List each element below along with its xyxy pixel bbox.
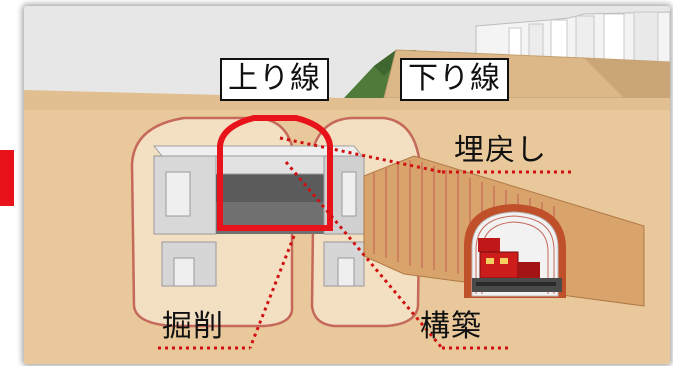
tunnel-construction-illustration: 上り線 下り線 埋戻し 掘削 構築 — [24, 6, 670, 364]
red-arrow-marker — [0, 150, 14, 206]
culvert-structure — [152, 145, 365, 287]
scene-drawing — [24, 6, 670, 364]
backfill-label: 埋戻し — [454, 133, 547, 168]
down-line-label: 下り線 — [400, 58, 509, 101]
shield-tunnel — [363, 155, 645, 307]
ground-surface — [24, 90, 670, 110]
excavation-label: 掘削 — [162, 309, 224, 344]
leader-lines — [158, 136, 574, 350]
highlight-outline — [217, 115, 333, 231]
up-line-label: 上り線 — [220, 58, 329, 101]
construction-label: 構築 — [420, 309, 482, 344]
